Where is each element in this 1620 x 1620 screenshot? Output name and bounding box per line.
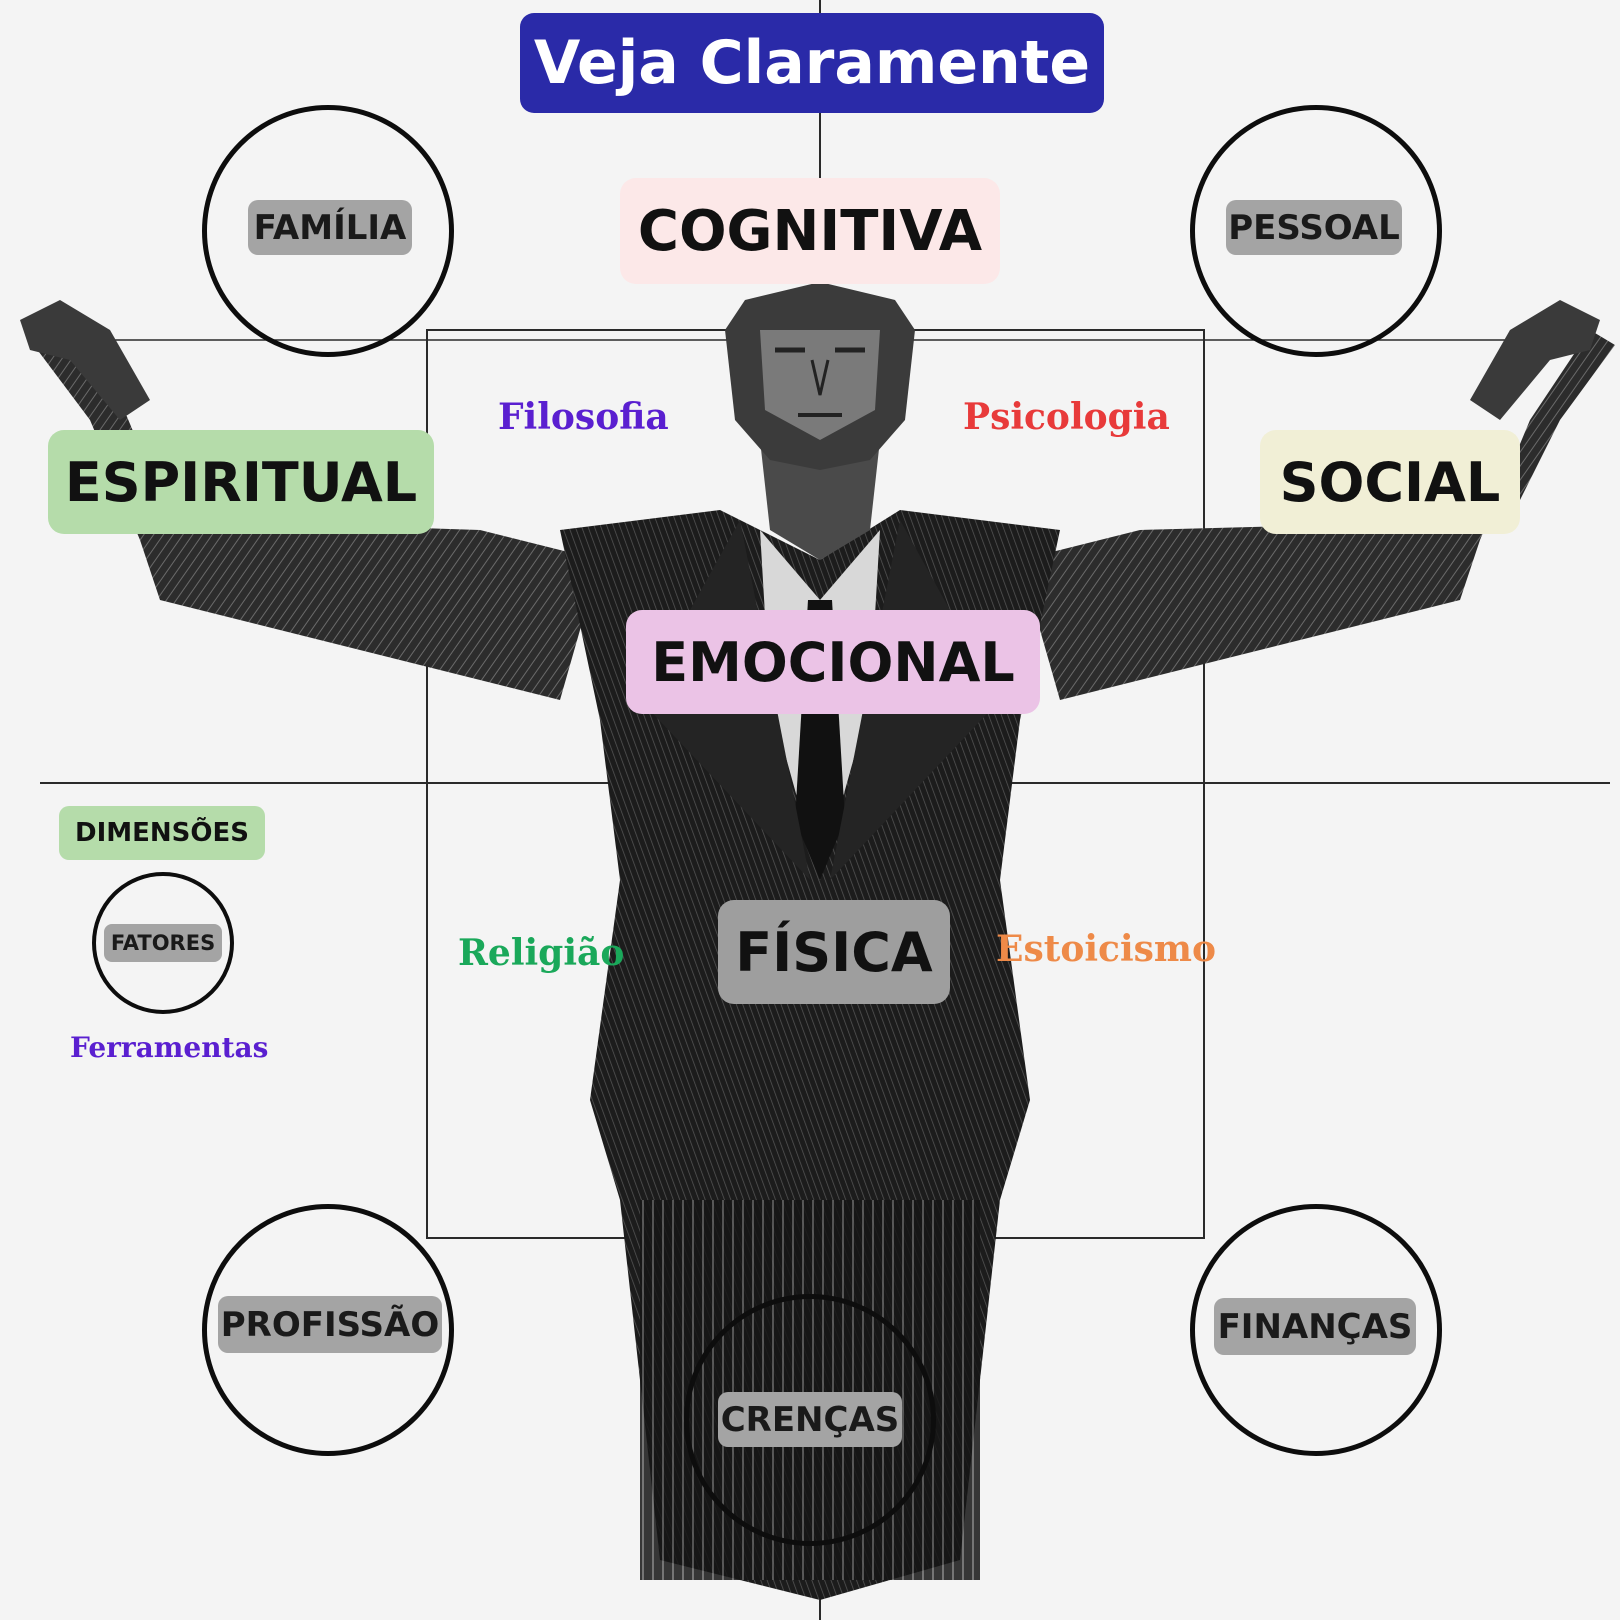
factor-circle-pessoal	[1190, 105, 1442, 357]
dimension-social: SOCIAL	[1260, 430, 1520, 534]
factor-pessoal: PESSOAL	[1226, 200, 1402, 255]
factor-familia: FAMÍLIA	[248, 200, 412, 255]
legend-dimensoes: DIMENSÕES	[59, 806, 265, 860]
left-hand	[20, 300, 150, 420]
tool-psicologia: Psicologia	[963, 396, 1170, 438]
factor-circle-financas	[1190, 1204, 1442, 1456]
dimension-espiritual: ESPIRITUAL	[48, 430, 434, 534]
tool-estoicismo: Estoicismo	[996, 928, 1216, 970]
legend-factor-circle	[92, 872, 234, 1014]
factor-circle-crencas	[684, 1294, 936, 1546]
nose	[810, 359, 830, 396]
factor-financas: FINANÇAS	[1214, 1298, 1416, 1355]
dimension-cognitiva: COGNITIVA	[620, 178, 1000, 284]
tool-religiao: Religião	[458, 932, 625, 974]
tool-filosofia: Filosofia	[498, 396, 669, 438]
page-title: Veja Claramente	[520, 13, 1104, 113]
factor-circle-familia	[202, 105, 454, 357]
factor-circle-profissao	[202, 1204, 454, 1456]
right-hand	[1470, 300, 1600, 420]
right-arm	[1020, 330, 1615, 700]
neck	[760, 440, 880, 560]
factor-profissao: PROFISSÃO	[218, 1296, 442, 1353]
left-arm	[30, 330, 600, 700]
face	[760, 330, 880, 440]
legend-fatores: FATORES	[104, 924, 222, 962]
legend-ferramentas: Ferramentas	[70, 1031, 269, 1064]
dimension-fisica: FÍSICA	[718, 900, 950, 1004]
factor-crencas: CRENÇAS	[718, 1392, 902, 1447]
dimension-emocional: EMOCIONAL	[626, 610, 1040, 714]
